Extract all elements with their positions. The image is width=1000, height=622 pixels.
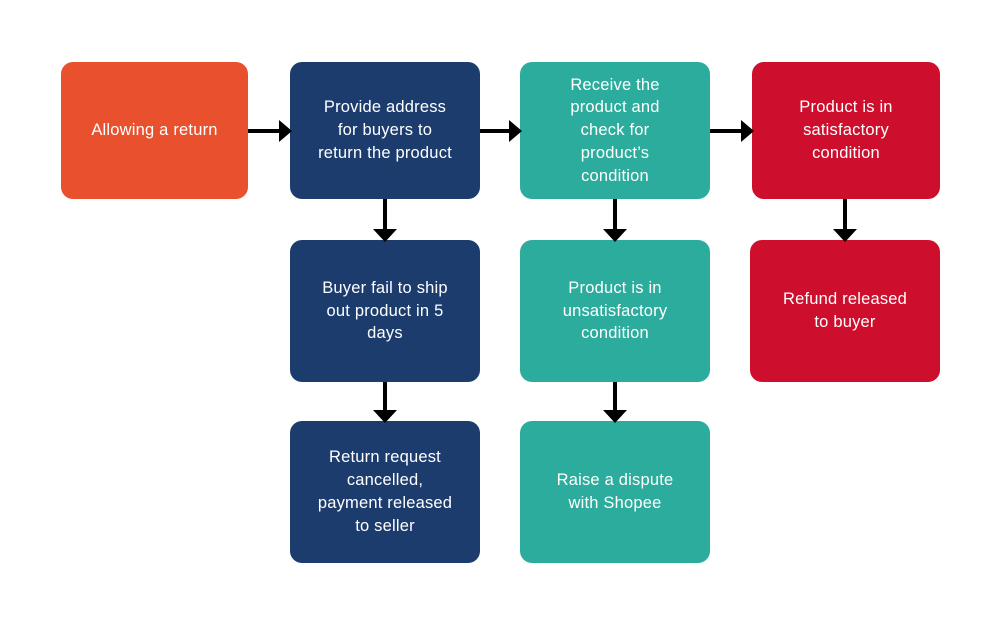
arrow-down-icon (603, 382, 627, 423)
node-provide-address: Provide address for buyers to return the… (290, 62, 480, 199)
arrow-down-icon (373, 199, 397, 242)
arrow-right-icon (480, 120, 522, 142)
arrow-shaft (480, 129, 510, 133)
arrow-shaft (613, 199, 617, 231)
arrow-down-icon (833, 199, 857, 242)
arrow-shaft (843, 199, 847, 231)
arrow-head (373, 229, 397, 242)
node-buyer-fail-ship: Buyer fail to ship out product in 5 days (290, 240, 480, 382)
arrow-head (509, 120, 522, 142)
arrow-down-icon (373, 382, 397, 423)
arrow-head (833, 229, 857, 242)
arrow-head (603, 410, 627, 423)
node-unsatisfactory: Product is in unsatisfactory condition (520, 240, 710, 382)
node-return-cancelled: Return request cancelled, payment releas… (290, 421, 480, 563)
arrow-head (279, 120, 292, 142)
arrow-shaft (710, 129, 742, 133)
node-raise-dispute: Raise a dispute with Shopee (520, 421, 710, 563)
arrow-right-icon (710, 120, 754, 142)
node-allow-return: Allowing a return (61, 62, 248, 199)
arrow-shaft (613, 382, 617, 412)
arrow-down-icon (603, 199, 627, 242)
node-satisfactory: Product is in satisfactory condition (752, 62, 940, 199)
arrow-shaft (383, 199, 387, 231)
node-refund-released: Refund released to buyer (750, 240, 940, 382)
arrow-shaft (383, 382, 387, 412)
arrow-right-icon (248, 120, 292, 142)
arrow-head (603, 229, 627, 242)
node-receive-check: Receive the product and check for produc… (520, 62, 710, 199)
arrow-head (373, 410, 397, 423)
arrow-shaft (248, 129, 280, 133)
arrow-head (741, 120, 754, 142)
